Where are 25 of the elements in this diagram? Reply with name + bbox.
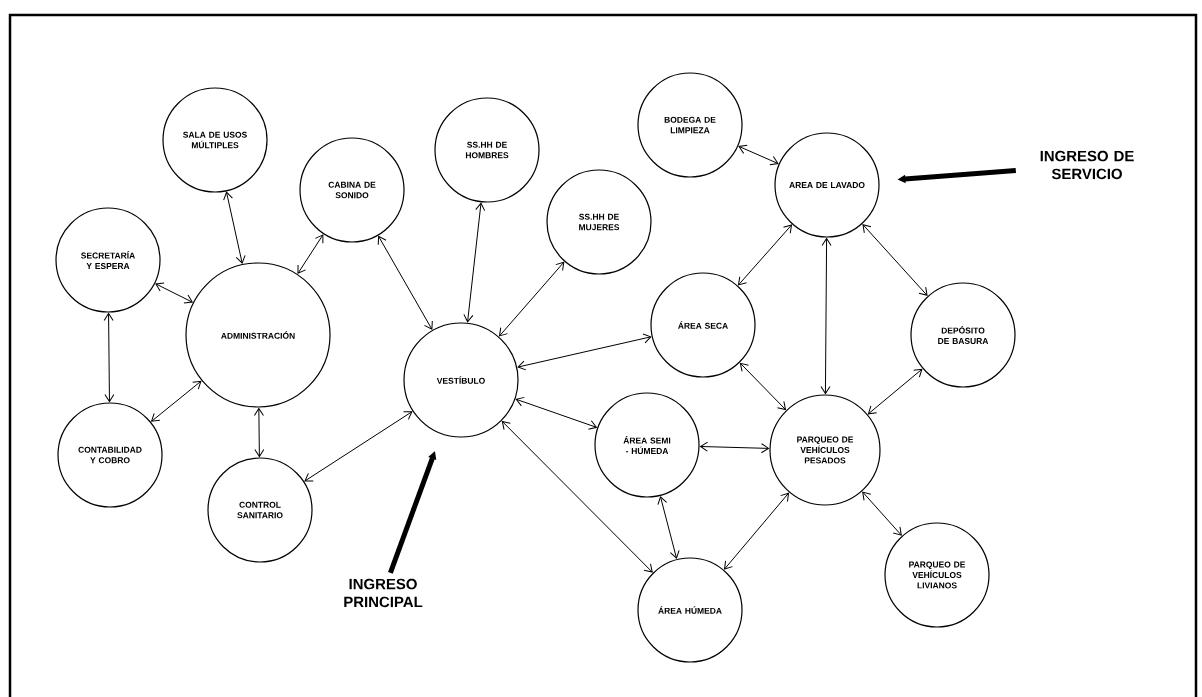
double-arrow bbox=[724, 492, 790, 570]
double-arrow bbox=[151, 380, 202, 422]
double-arrow bbox=[155, 282, 193, 304]
double-arrow bbox=[862, 491, 902, 536]
double-arrow bbox=[862, 224, 928, 296]
double-arrow bbox=[377, 235, 433, 330]
double-arrow bbox=[463, 202, 486, 323]
double-arrow bbox=[657, 496, 680, 559]
entrance-label: INGRESO PRINCIPAL bbox=[344, 578, 423, 608]
double-arrow bbox=[820, 238, 832, 394]
double-arrow bbox=[515, 396, 597, 430]
double-arrow bbox=[700, 441, 769, 454]
double-arrow bbox=[501, 420, 653, 573]
double-arrow bbox=[297, 234, 324, 274]
double-arrow bbox=[304, 411, 413, 482]
double-arrow bbox=[103, 313, 115, 402]
double-arrow bbox=[867, 368, 923, 415]
entrance-label: INGRESO DE SERVICIO bbox=[1040, 150, 1134, 180]
double-arrow bbox=[499, 261, 565, 337]
double-arrow bbox=[223, 191, 246, 264]
double-arrow bbox=[738, 144, 779, 166]
double-arrow bbox=[517, 333, 652, 371]
double-arrow bbox=[253, 408, 265, 457]
double-arrow bbox=[739, 362, 787, 411]
double-arrow bbox=[738, 224, 792, 286]
